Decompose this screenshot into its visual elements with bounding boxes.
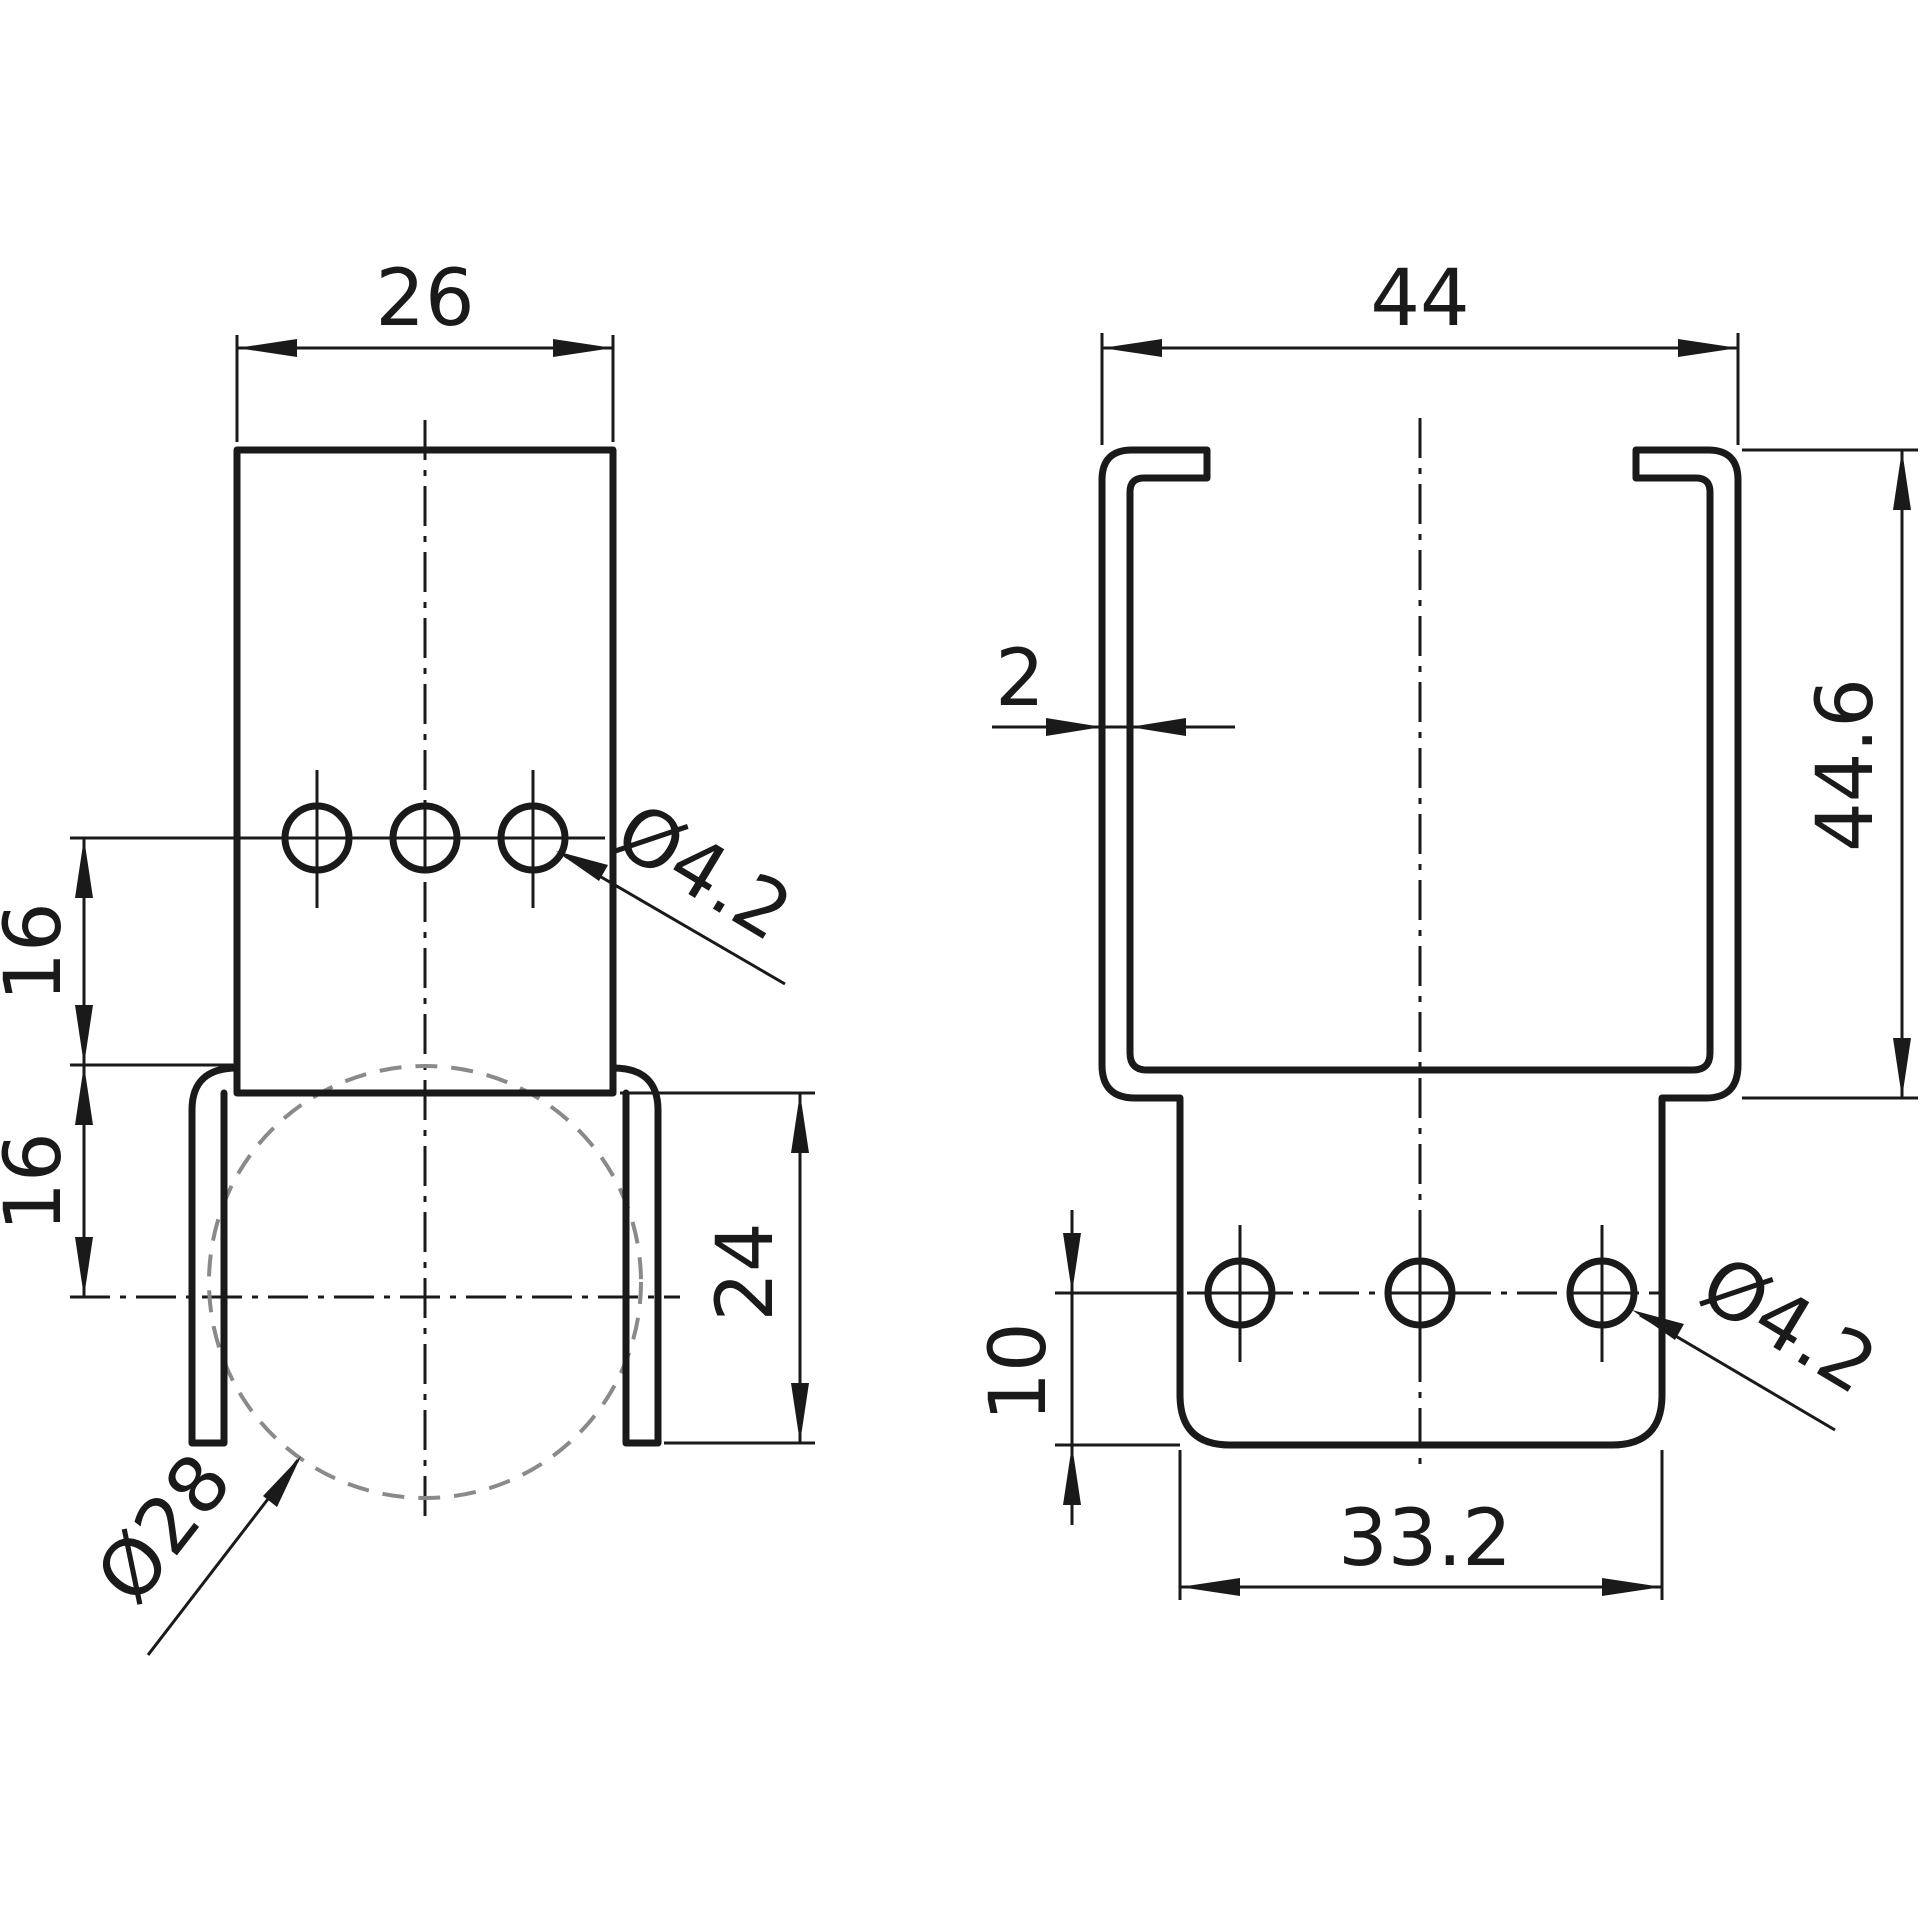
hole-icon <box>389 802 461 874</box>
right-leg-outline <box>609 1064 662 1447</box>
tube-diameter-label: Ø28 <box>80 1438 250 1620</box>
dimension-44-label: 44 <box>1370 254 1469 344</box>
dimension-33-2-label: 33.2 <box>1338 1494 1512 1584</box>
tube-diameter-leader <box>146 1456 301 1656</box>
hidden-tube-circle <box>207 1064 643 1500</box>
dimension-24-label: 24 <box>701 1222 791 1321</box>
dimension-16-stack <box>70 836 250 1297</box>
dimension-44-6 <box>1742 448 1918 1100</box>
hole-icon <box>497 802 569 874</box>
channel-outer-outline <box>1098 446 1742 1449</box>
hole-icon <box>1384 1257 1456 1329</box>
hole-icon <box>1566 1257 1638 1329</box>
dimension-26-label: 26 <box>375 254 474 344</box>
left-view: 26 16 16 24 Ø4.2 <box>0 254 815 1656</box>
dimension-33-2 <box>1178 1450 1664 1600</box>
right-hole-diameter-label: Ø4.2 <box>1686 1239 1891 1412</box>
hole-icon <box>281 802 353 874</box>
hole-diameter-leader <box>556 851 786 986</box>
left-body-outline <box>233 446 617 1097</box>
hole-diameter-label: Ø4.2 <box>601 786 806 959</box>
dimension-16-lower-label: 16 <box>0 1132 79 1231</box>
left-leg-outline <box>188 1064 241 1447</box>
dimension-2-label: 2 <box>995 634 1045 724</box>
dimension-24 <box>620 1091 815 1445</box>
dimension-10-label: 10 <box>974 1322 1064 1421</box>
hole-icon <box>1204 1257 1276 1329</box>
right-view: 44 44.6 2 10 <box>974 254 1918 1600</box>
dimension-44 <box>1100 333 1740 445</box>
dimension-16-upper-label: 16 <box>0 902 79 1001</box>
dimension-26 <box>235 335 615 442</box>
dimension-10 <box>1055 1210 1180 1525</box>
right-hole-diameter-leader <box>1632 1310 1836 1432</box>
dimension-44-6-label: 44.6 <box>1801 678 1891 852</box>
dimension-2 <box>992 718 1235 736</box>
